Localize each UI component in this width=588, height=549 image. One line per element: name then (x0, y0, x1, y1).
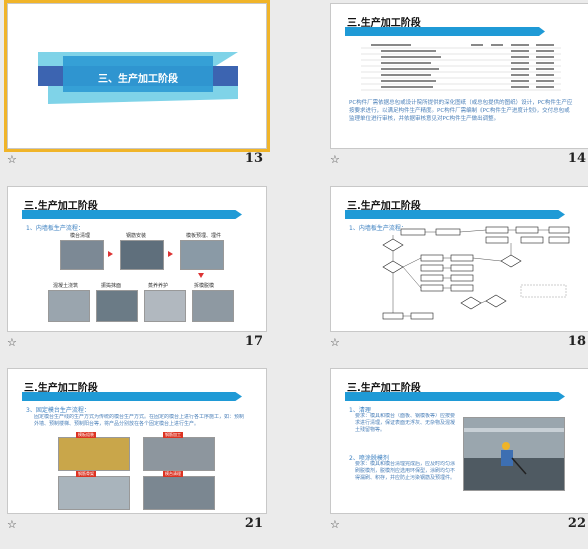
star-icon[interactable]: ☆ (330, 336, 340, 349)
slide-number: 13 (244, 151, 263, 166)
slide-thumbnail-18[interactable]: 三.生产加工阶段 1、内墙板生产流程： (330, 186, 588, 351)
photo-caption: 钢筋安装 (126, 233, 147, 239)
slide-subtitle: 1、内墙板生产流程： (349, 225, 407, 232)
photo-caption: 混凝土浇筑 (53, 283, 79, 289)
point-body: 要求：模具和模台（面板、钢模板等）应按要求进行清理，保证表面无浮灰、无杂物及混凝… (355, 413, 455, 433)
photo-tag: 钢筋加工 (163, 432, 183, 438)
slide-paragraph: 固定模台生产线的生产方式为传统的模台生产方式。在固定的模台上进行各工序施工，如：… (34, 414, 244, 427)
star-icon[interactable]: ☆ (7, 153, 17, 166)
process-photo (144, 290, 186, 322)
star-icon[interactable]: ☆ (330, 153, 340, 166)
slide-number: 14 (567, 151, 586, 166)
slide-title: 三.生产加工阶段 (347, 18, 421, 29)
point-body: 要求：模具和模台清理完成后，应及时均匀涂刷脱模剂，脱模剂应选用环保型，涂刷均匀不… (355, 461, 455, 481)
flowchart-graphic (382, 226, 570, 320)
slide-title: 三.生产加工阶段 (24, 201, 98, 212)
slide-thumbnail-14[interactable]: 三.生产加工阶段 (330, 3, 588, 168)
photo-caption: 模板预埋、埋件 (186, 233, 222, 239)
process-photo (58, 476, 130, 510)
photo-caption: 拆模脱模 (194, 283, 215, 289)
slide-title: 三.生产加工阶段 (347, 201, 421, 212)
point-title: 1、清理 (349, 407, 371, 414)
slide-thumbnail-13[interactable]: 三、生产加工阶段 ☆ 13 (4, 0, 270, 168)
process-photo (192, 290, 234, 322)
section-bar (345, 210, 565, 219)
photo-caption: 振捣抹面 (101, 283, 122, 289)
slide-preview[interactable]: 三.生产加工阶段 1、内墙板生产流程： 模台清理 钢筋安装 模板预埋、埋件 混凝… (7, 186, 267, 332)
slide-thumbnail-21[interactable]: 三.生产加工阶段 3、固定模台生产流程： 固定模台生产线的生产方式为传统的模台生… (7, 368, 267, 533)
process-photo (180, 240, 224, 270)
slide-title: 三.生产加工阶段 (24, 383, 98, 394)
process-photo (120, 240, 164, 270)
photo-tag: 模板组装 (76, 432, 96, 438)
process-photo (143, 476, 215, 510)
worker-photo (463, 417, 565, 491)
slide-thumbnail-22[interactable]: 三.生产加工阶段 1、清理 要求：模具和模台（面板、钢模板等）应按要求进行清理，… (330, 368, 588, 533)
process-photo (60, 240, 104, 270)
flow-arrow-icon (108, 251, 113, 257)
photo-caption: 蒸养养护 (148, 283, 169, 289)
section-bar (22, 210, 242, 219)
section-bar (345, 27, 545, 36)
slide-number: 22 (567, 516, 586, 531)
slide-title: 三、生产加工阶段 (98, 74, 178, 85)
slide-subtitle: 1、内墙板生产流程： (26, 225, 84, 232)
slide-paragraph: PC构件厂需依据总包或设计院所提供的深化图纸（或总包提供的图纸）设计，PC构件生… (349, 100, 573, 122)
slide-preview[interactable]: 三.生产加工阶段 1、清理 要求：模具和模台（面板、钢模板等）应按要求进行清理，… (330, 368, 588, 514)
slide-preview[interactable]: 三.生产加工阶段 3、固定模台生产流程： 固定模台生产线的生产方式为传统的模台生… (7, 368, 267, 514)
slide-subtitle: 3、固定模台生产流程： (26, 407, 90, 414)
slide-title: 三.生产加工阶段 (347, 383, 421, 394)
point-title: 2、喷涂脱模剂 (349, 455, 389, 462)
star-icon[interactable]: ☆ (7, 518, 17, 531)
slide-preview[interactable]: 三.生产加工阶段 (330, 3, 588, 149)
process-photo (58, 437, 130, 471)
star-icon[interactable]: ☆ (330, 518, 340, 531)
slide-number: 18 (567, 334, 586, 349)
process-photo (96, 290, 138, 322)
flow-arrow-icon (198, 273, 204, 278)
slide-number: 21 (244, 516, 263, 531)
photo-tag: 模台清理 (163, 471, 183, 477)
process-photo (48, 290, 90, 322)
star-icon[interactable]: ☆ (7, 336, 17, 349)
slide-thumbnail-17[interactable]: 三.生产加工阶段 1、内墙板生产流程： 模台清理 钢筋安装 模板预埋、埋件 混凝… (7, 186, 267, 351)
slide-preview[interactable]: 三、生产加工阶段 (4, 0, 270, 152)
process-photo (143, 437, 215, 471)
photo-caption: 模台清理 (70, 233, 91, 239)
section-bar (22, 392, 242, 401)
flow-arrow-icon (168, 251, 173, 257)
photo-tag: 钢筋骨架 (76, 471, 96, 477)
schedule-table-graphic (361, 44, 561, 91)
title-ribbon-graphic (38, 52, 238, 104)
section-bar (345, 392, 565, 401)
slide-number: 17 (244, 334, 263, 349)
slide-preview[interactable]: 三.生产加工阶段 1、内墙板生产流程： (330, 186, 588, 332)
